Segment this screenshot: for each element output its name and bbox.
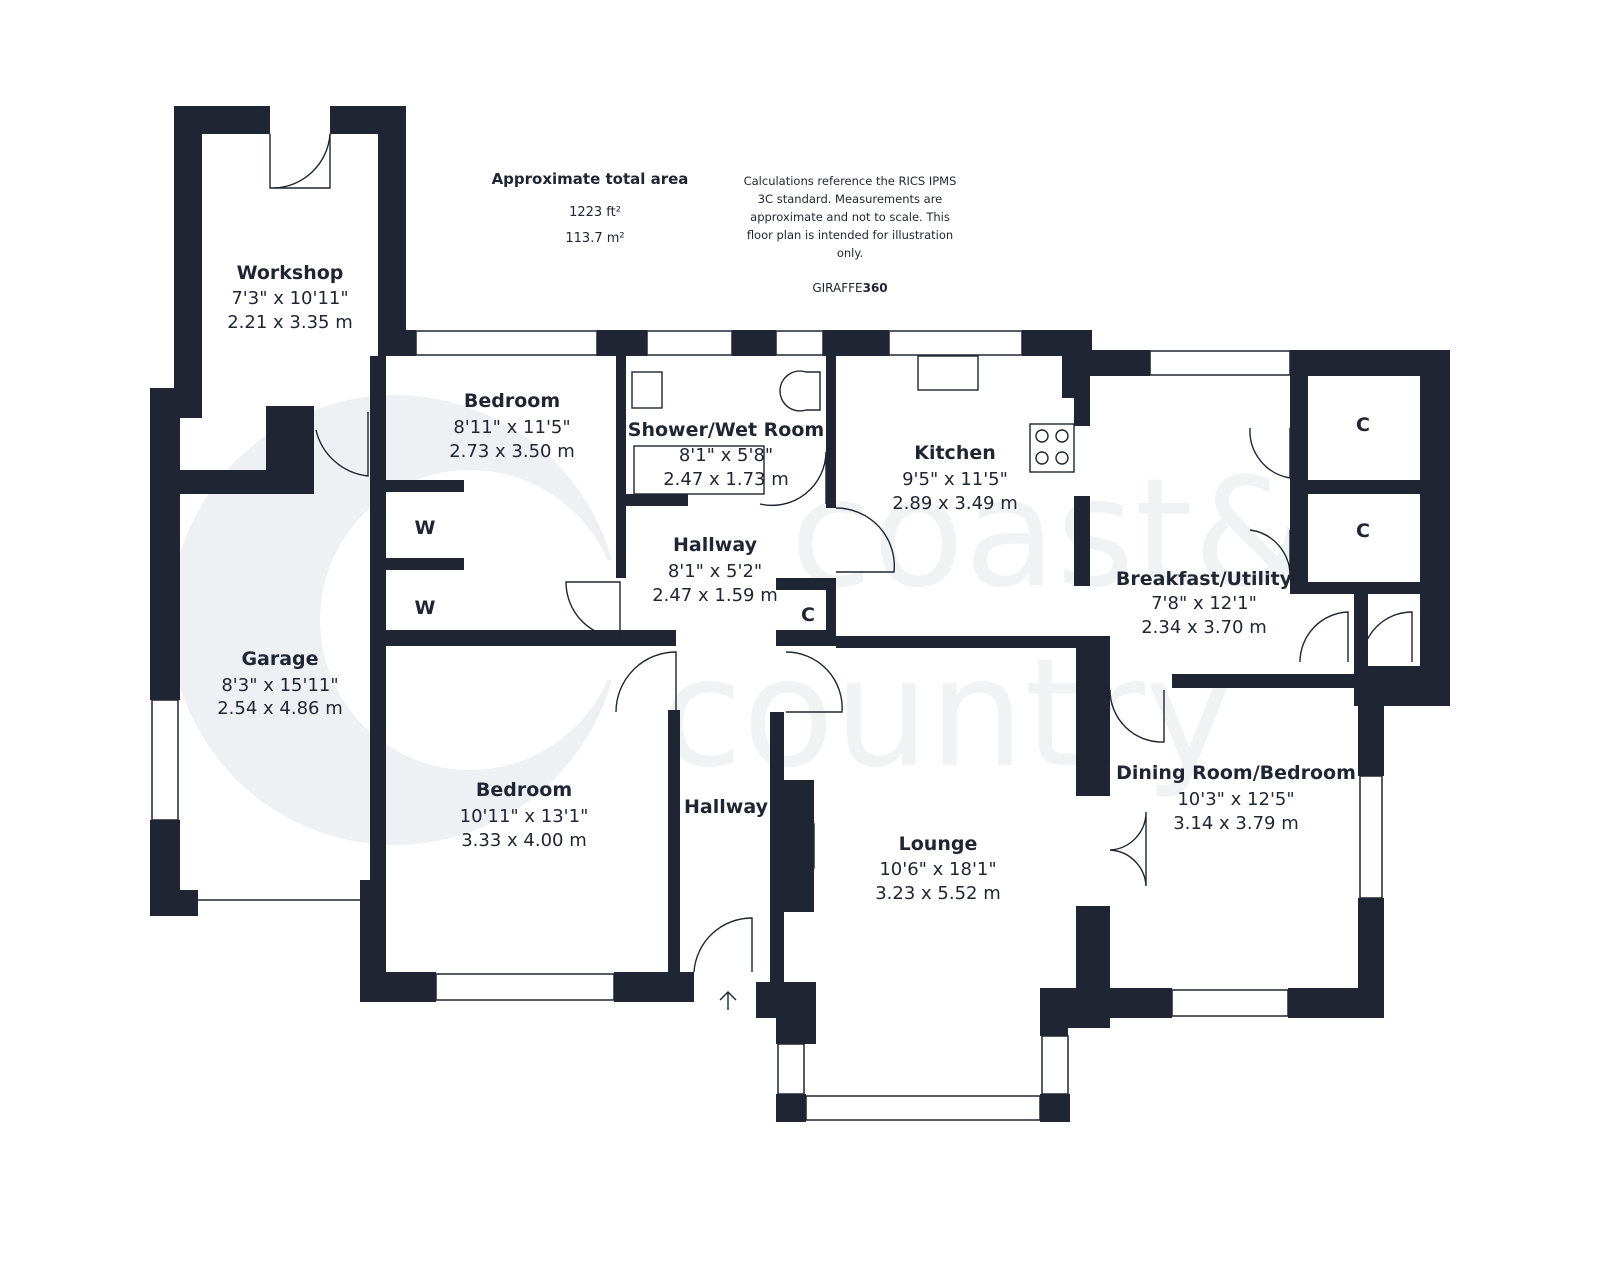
area-sqm: 113.7 m²	[565, 231, 624, 246]
room-dim-metric: 2.73 x 3.50 m	[449, 441, 575, 462]
entrance-arrow-icon	[719, 991, 737, 1010]
area-title: Approximate total area	[492, 170, 689, 188]
room-dim-imperial: 10'11" x 13'1"	[460, 806, 589, 827]
room-dim-metric: 2.21 x 3.35 m	[227, 312, 353, 333]
room-name: Hallway	[673, 534, 758, 556]
brand-number: 360	[863, 281, 888, 295]
watermark-text-2: country	[660, 627, 1234, 801]
room-name: Bedroom	[476, 779, 572, 801]
room-breakfast-utility: Breakfast/Utility 7'8" x 12'1" 2.34 x 3.…	[1116, 568, 1293, 638]
brand-name: GIRAFFE	[812, 281, 862, 295]
room-dim-metric: 2.47 x 1.59 m	[652, 585, 778, 606]
room-name: Lounge	[899, 833, 978, 855]
disclaimer-line-3: approximate and not to scale. This	[750, 210, 950, 224]
room-kitchen: Kitchen 9'5" x 11'5" 2.89 x 3.49 m	[892, 442, 1018, 514]
disclaimer-line-2: 3C standard. Measurements are	[758, 192, 943, 206]
doors	[269, 133, 1413, 973]
room-garage: Garage 8'3" x 15'11" 2.54 x 4.86 m	[217, 648, 343, 719]
room-dim-imperial: 8'11" x 11'5"	[453, 417, 570, 438]
hall-cupboard-label: C	[801, 604, 815, 626]
cupboard-label-1: C	[1356, 414, 1370, 436]
room-dining-bedroom: Dining Room/Bedroom 10'3" x 12'5" 3.14 x…	[1116, 762, 1356, 834]
room-dim-imperial: 8'3" x 15'11"	[221, 675, 338, 696]
room-dim-imperial: 8'1" x 5'8"	[679, 445, 773, 466]
cupboard-label-2: C	[1356, 520, 1370, 542]
wardrobe-label-1: W	[415, 517, 436, 539]
windows	[151, 330, 1383, 1121]
watermark-text-1: coast&	[790, 447, 1310, 621]
room-name: Bedroom	[464, 390, 560, 412]
disclaimer-line-5: only.	[837, 246, 863, 260]
brand-logo: GIRAFFE360	[812, 281, 887, 295]
room-dim-imperial: 10'3" x 12'5"	[1177, 789, 1294, 810]
room-name: Shower/Wet Room	[628, 419, 824, 441]
disclaimer-line-4: floor plan is intended for illustration	[747, 228, 953, 242]
area-info: Approximate total area 1223 ft² 113.7 m²	[492, 170, 689, 246]
room-dim-metric: 2.89 x 3.49 m	[892, 493, 1018, 514]
room-dim-metric: 3.23 x 5.52 m	[875, 883, 1001, 904]
room-name: Hallway	[684, 796, 769, 818]
room-dim-metric: 3.33 x 4.00 m	[461, 830, 587, 851]
room-name: Dining Room/Bedroom	[1116, 762, 1356, 784]
room-dim-imperial: 7'8" x 12'1"	[1151, 593, 1257, 614]
walls	[150, 106, 1450, 1122]
room-hallway-1: Hallway 8'1" x 5'2" 2.47 x 1.59 m	[652, 534, 778, 606]
room-name: Kitchen	[914, 442, 996, 464]
room-bedroom-1: Bedroom 8'11" x 11'5" 2.73 x 3.50 m	[449, 390, 575, 462]
room-dim-imperial: 8'1" x 5'2"	[668, 561, 762, 582]
watermark-logo: coast& country	[170, 395, 1310, 845]
disclaimer-line-1: Calculations reference the RICS IPMS	[744, 174, 957, 188]
room-dim-imperial: 9'5" x 11'5"	[902, 469, 1008, 490]
room-dim-metric: 2.34 x 3.70 m	[1141, 617, 1267, 638]
room-shower: Shower/Wet Room 8'1" x 5'8" 2.47 x 1.73 …	[628, 419, 824, 490]
room-dim-imperial: 7'3" x 10'11"	[231, 288, 348, 309]
room-bedroom-2: Bedroom 10'11" x 13'1" 3.33 x 4.00 m	[460, 779, 589, 851]
room-dim-imperial: 10'6" x 18'1"	[879, 859, 996, 880]
room-name: Garage	[241, 648, 318, 670]
room-lounge: Lounge 10'6" x 18'1" 3.23 x 5.52 m	[875, 833, 1001, 904]
room-dim-metric: 2.47 x 1.73 m	[663, 469, 789, 490]
room-name: Workshop	[237, 262, 344, 284]
wardrobe-label-2: W	[415, 597, 436, 619]
disclaimer: Calculations reference the RICS IPMS 3C …	[744, 174, 957, 260]
room-hallway-2: Hallway	[684, 796, 769, 818]
room-dim-metric: 2.54 x 4.86 m	[217, 698, 343, 719]
room-workshop: Workshop 7'3" x 10'11" 2.21 x 3.35 m	[227, 262, 353, 333]
room-dim-metric: 3.14 x 3.79 m	[1173, 813, 1299, 834]
area-sqft: 1223 ft²	[569, 205, 621, 220]
fixtures	[631, 355, 1075, 869]
room-name: Breakfast/Utility	[1116, 568, 1293, 590]
